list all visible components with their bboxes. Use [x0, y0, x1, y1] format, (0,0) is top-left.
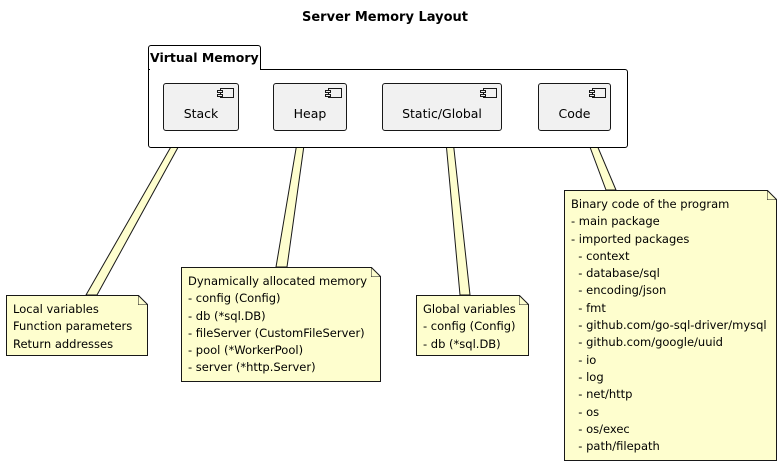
- component-label: Static/Global: [402, 105, 482, 121]
- note-line: Local variables: [13, 302, 99, 316]
- component-icon: [325, 88, 342, 98]
- note-line: Return addresses: [13, 336, 114, 351]
- component-label: Heap: [293, 105, 327, 121]
- note-code: Binary code of the program - main packag…: [564, 190, 777, 461]
- note-fold-icon: [138, 295, 148, 305]
- note-line: - os: [571, 404, 600, 419]
- package-tab: [148, 45, 261, 70]
- note-heap: Dynamically allocated memory - config (C…: [181, 267, 381, 382]
- component-icon: [589, 88, 606, 98]
- note-line: Function parameters: [13, 319, 133, 334]
- note-line: Global variables: [423, 302, 516, 316]
- note-line: - imported packages: [571, 231, 690, 246]
- connector-stack-note: [85, 130, 188, 296]
- note-line: - path/filepath: [571, 439, 660, 454]
- component-code: Code: [538, 83, 611, 131]
- package-label: Virtual Memory: [150, 50, 259, 65]
- note-line: - config (Config): [188, 291, 281, 306]
- note-stack: Local variables Function parameters Retu…: [6, 295, 148, 356]
- component-label: Stack: [183, 105, 219, 121]
- component-stack: Stack: [163, 83, 239, 131]
- note-line: - database/sql: [571, 266, 660, 281]
- component-static-global: Static/Global: [382, 83, 502, 131]
- component-heap: Heap: [273, 83, 347, 131]
- connector-heap-note: [275, 130, 307, 268]
- note-line: - pool (*WorkerPool): [188, 343, 304, 358]
- note-line: - fmt: [571, 300, 606, 315]
- note-line: - encoding/json: [571, 283, 667, 298]
- note-line: - config (Config): [423, 319, 516, 334]
- note-line: - log: [571, 369, 604, 384]
- component-icon: [480, 88, 497, 98]
- note-line: - server (*http.Server): [188, 360, 316, 375]
- note-line: - db (*sql.DB): [423, 336, 501, 351]
- connector-static-note: [444, 130, 471, 296]
- note-line: - db (*sql.DB): [188, 308, 266, 323]
- component-icon: [217, 88, 234, 98]
- note-line: Dynamically allocated memory: [188, 274, 368, 288]
- note-line: - github.com/google/uuid: [571, 335, 723, 350]
- note-line: - os/exec: [571, 421, 630, 436]
- note-line: - net/http: [571, 387, 633, 402]
- note-line: - context: [571, 248, 630, 263]
- note-line: Binary code of the program: [571, 197, 730, 211]
- note-static-global: Global variables - config (Config) - db …: [416, 295, 529, 356]
- diagram-title: Server Memory Layout: [302, 10, 468, 25]
- note-line: - main package: [571, 214, 660, 229]
- note-line: - io: [571, 352, 597, 367]
- component-label: Code: [558, 105, 591, 121]
- note-line: - fileServer (CustomFileServer): [188, 325, 365, 340]
- note-fold-icon: [519, 295, 529, 305]
- note-line: - github.com/go-sql-driver/mysql: [571, 318, 767, 333]
- note-fold-icon: [767, 190, 777, 200]
- note-fold-icon: [371, 267, 381, 277]
